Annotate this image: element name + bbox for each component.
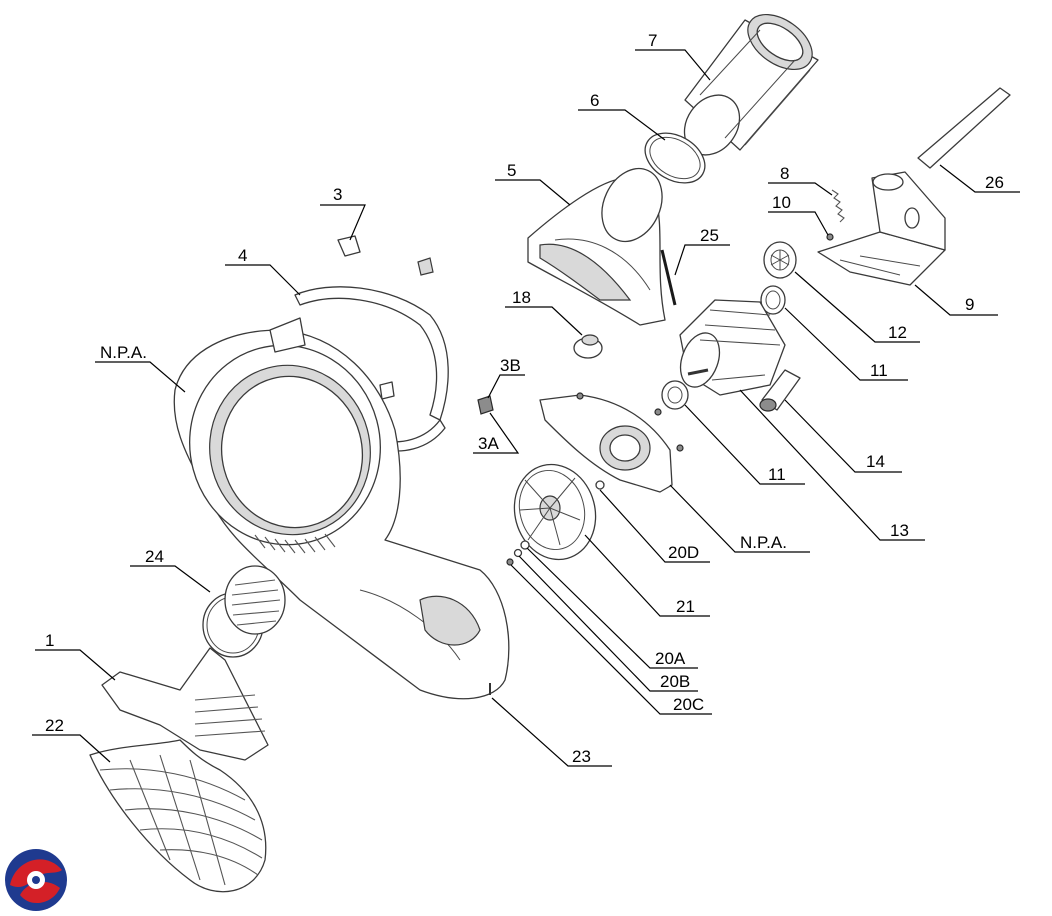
callout-14: 14 bbox=[866, 452, 885, 471]
callout-23: 23 bbox=[572, 747, 591, 766]
callout-22: 22 bbox=[45, 716, 64, 735]
callout-20b: 20B bbox=[660, 672, 690, 691]
callout-9: 9 bbox=[965, 295, 974, 314]
callout-npa-housing: N.P.A. bbox=[100, 343, 147, 362]
part-3b-clip bbox=[477, 395, 494, 415]
callout-5: 5 bbox=[507, 161, 516, 180]
part-22-grille-cover bbox=[89, 739, 267, 893]
part-5-inlet-housing bbox=[527, 167, 666, 326]
callout-13: 13 bbox=[890, 521, 909, 540]
callout-26: 26 bbox=[985, 173, 1004, 192]
main-housing bbox=[173, 317, 510, 700]
part-6-o-ring bbox=[644, 132, 706, 184]
part-8-spring bbox=[831, 189, 845, 223]
callout-12: 12 bbox=[888, 323, 907, 342]
part-14-capacitor bbox=[759, 369, 801, 412]
part-10-screw bbox=[826, 233, 834, 241]
callout-7: 7 bbox=[648, 31, 657, 50]
part-25-rod bbox=[660, 249, 677, 306]
rear-plate bbox=[539, 392, 684, 493]
callout-24: 24 bbox=[145, 547, 164, 566]
part-12-pulley bbox=[763, 241, 797, 279]
part-1-nozzle bbox=[101, 647, 269, 761]
part-3-clip bbox=[337, 235, 434, 276]
callout-11-upper: 11 bbox=[870, 361, 888, 380]
callout-1: 1 bbox=[45, 631, 54, 650]
callout-18: 18 bbox=[512, 288, 531, 307]
callout-10: 10 bbox=[772, 193, 791, 212]
callout-25: 25 bbox=[700, 226, 719, 245]
leader-lines bbox=[32, 49, 1020, 767]
callout-labels: 7 6 5 8 26 10 3 25 4 18 9 12 N.P.A. 3B 1… bbox=[45, 31, 1004, 766]
callout-4: 4 bbox=[238, 246, 247, 265]
callout-3b: 3B bbox=[500, 356, 521, 375]
callout-20a: 20A bbox=[655, 649, 686, 668]
callout-8: 8 bbox=[780, 164, 789, 183]
part-13-motor bbox=[679, 299, 786, 396]
part-20-washers bbox=[506, 480, 605, 566]
part-18-thermostat bbox=[573, 334, 603, 359]
callout-3a: 3A bbox=[478, 434, 499, 453]
part-21-fan-impeller bbox=[513, 463, 597, 561]
part-7-intake-tube bbox=[683, 13, 819, 156]
part-26-bracket-strip bbox=[917, 87, 1011, 169]
callout-20c: 20C bbox=[673, 695, 704, 714]
part-24-outlet-ring bbox=[202, 565, 286, 658]
part-11-bearing-ring-lower bbox=[661, 380, 689, 410]
callout-21: 21 bbox=[676, 597, 695, 616]
callout-npa-plate: N.P.A. bbox=[740, 533, 787, 552]
brand-logo bbox=[5, 849, 67, 911]
part-9-motor-bracket bbox=[817, 171, 946, 286]
part-11-bearing-ring-upper bbox=[760, 285, 786, 315]
callout-3: 3 bbox=[333, 185, 342, 204]
callout-11-lower: 11 bbox=[768, 465, 786, 484]
callout-20d: 20D bbox=[668, 543, 699, 562]
callout-6: 6 bbox=[590, 91, 599, 110]
